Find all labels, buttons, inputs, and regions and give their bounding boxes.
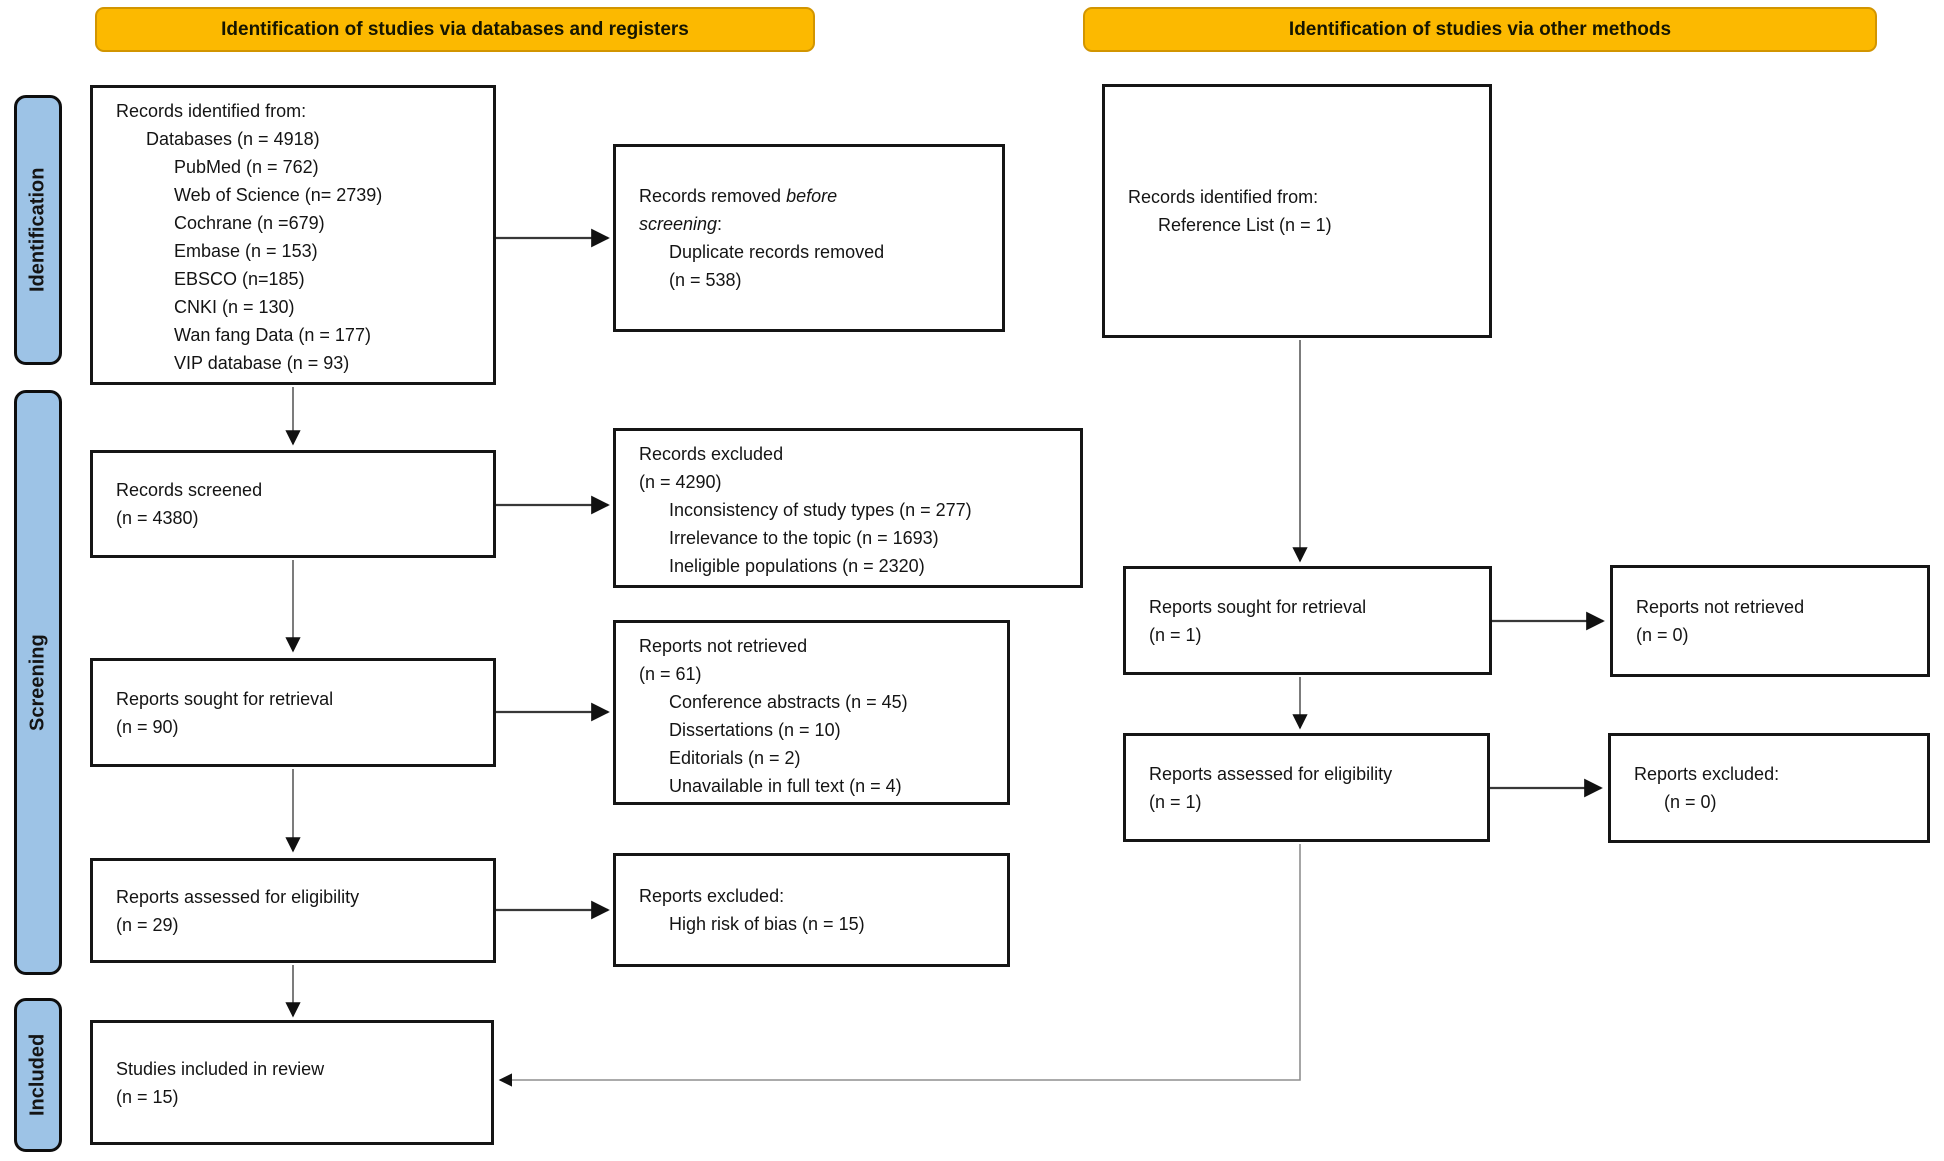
- box-line: Cochrane (n =679): [174, 213, 325, 233]
- box-records-identified-databases: Records identified from: Databases (n = 4…: [90, 85, 496, 385]
- box-line: (n = 1): [1149, 791, 1202, 812]
- box-line: Unavailable in full text (n = 4): [669, 776, 902, 796]
- box-line: (n = 15): [116, 1086, 179, 1107]
- box-line: (n = 4290): [639, 472, 722, 492]
- box-line: (n = 29): [116, 914, 179, 935]
- box-line: (n = 61): [639, 664, 702, 684]
- header-other-methods: Identification of studies via other meth…: [1083, 7, 1877, 52]
- box-line: Reports assessed for eligibility: [1149, 763, 1393, 784]
- box-other-reports-sought: Reports sought for retrieval (n = 1): [1123, 566, 1492, 675]
- box-studies-included: Studies included in review (n = 15): [90, 1020, 494, 1145]
- box-line: Conference abstracts (n = 45): [669, 692, 908, 712]
- box-line: Reports not retrieved: [1636, 597, 1805, 617]
- box-line: Dissertations (n = 10): [669, 720, 841, 740]
- box-other-reports-excluded: Reports excluded: (n = 0): [1608, 733, 1930, 843]
- box-line: Records excluded: [639, 444, 784, 464]
- box-reports-excluded-bias: Reports excluded: High risk of bias (n = …: [613, 853, 1010, 967]
- box-line: (n = 4380): [116, 508, 199, 528]
- box-records-removed-before-screening: Records removed before screening: Duplicat…: [613, 144, 1005, 332]
- header-databases-registers: Identification of studies via databases …: [95, 7, 815, 52]
- box-line: Reports sought for retrieval: [116, 688, 334, 709]
- box-line: Studies included in review: [116, 1058, 325, 1079]
- box-line: Inconsistency of study types (n = 277): [669, 500, 972, 520]
- stage-label-included: Included: [14, 998, 62, 1152]
- box-records-identified-other: Records identified from: Reference List (…: [1102, 84, 1492, 338]
- box-line: Duplicate records removed: [669, 242, 885, 262]
- box-line: Reports sought for retrieval: [1149, 596, 1367, 617]
- box-line: CNKI (n = 130): [174, 297, 295, 317]
- box-line: High risk of bias (n = 15): [669, 914, 865, 934]
- box-line: VIP database (n = 93): [174, 353, 350, 373]
- box-line: Reports assessed for eligibility: [116, 886, 360, 907]
- box-line: Reports excluded:: [639, 886, 785, 906]
- box-reports-assessed: Reports assessed for eligibility (n = 29): [90, 858, 496, 963]
- box-line: Reports not retrieved: [639, 636, 808, 656]
- box-reports-not-retrieved: Reports not retrieved (n = 61) Conference …: [613, 620, 1010, 805]
- box-line: Records screened: [116, 480, 263, 500]
- box-line: Ineligible populations (n = 2320): [669, 556, 925, 576]
- box-line: Wan fang Data (n = 177): [174, 325, 371, 345]
- stage-label-screening: Screening: [14, 390, 62, 975]
- box-other-reports-not-retrieved: Reports not retrieved (n = 0): [1610, 565, 1930, 677]
- box-reports-sought: Reports sought for retrieval (n = 90): [90, 658, 496, 767]
- box-line: Records identified from:: [116, 101, 307, 121]
- box-line: (n = 90): [116, 716, 179, 737]
- box-line: Databases (n = 4918): [146, 129, 320, 149]
- box-line: (n = 0): [1664, 792, 1717, 812]
- box-records-excluded: Records excluded (n = 4290) Inconsistency …: [613, 428, 1083, 588]
- box-line: Records identified from:: [1128, 187, 1319, 207]
- box-other-reports-assessed: Reports assessed for eligibility (n = 1): [1123, 733, 1490, 842]
- box-line: PubMed (n = 762): [174, 157, 319, 177]
- box-line: Reference List (n = 1): [1158, 215, 1332, 235]
- box-line: (n = 1): [1149, 624, 1202, 645]
- box-line: screening:: [639, 214, 723, 234]
- box-line: Web of Science (n= 2739): [174, 185, 383, 205]
- box-line: (n = 0): [1636, 625, 1689, 645]
- box-line: Records removed before: [639, 186, 838, 206]
- box-line: Editorials (n = 2): [669, 748, 801, 768]
- box-line: EBSCO (n=185): [174, 269, 305, 289]
- box-line: Irrelevance to the topic (n = 1693): [669, 528, 939, 548]
- box-line: Embase (n = 153): [174, 241, 318, 261]
- stage-label-identification: Identification: [14, 95, 62, 365]
- box-line: Reports excluded:: [1634, 764, 1780, 784]
- box-records-screened: Records screened (n = 4380): [90, 450, 496, 558]
- box-line: (n = 538): [669, 270, 742, 290]
